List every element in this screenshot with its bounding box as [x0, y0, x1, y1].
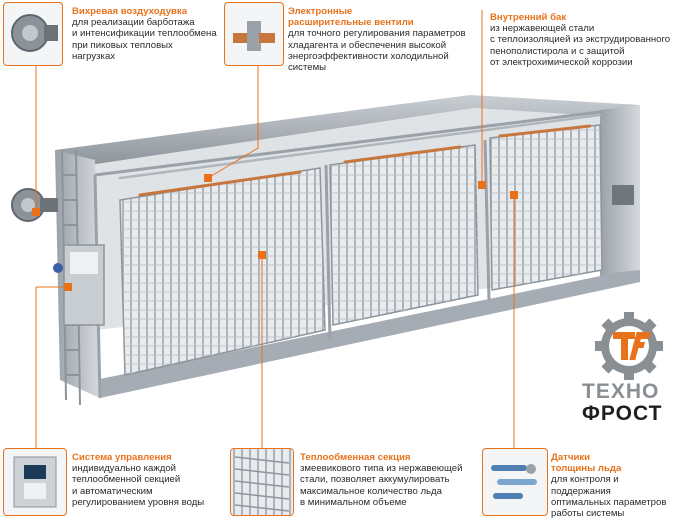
callout-tank-title: Внутренний бак — [490, 12, 567, 23]
valve-thumbnail — [224, 2, 284, 66]
valve-icon — [233, 21, 275, 51]
tank-top-frame — [55, 95, 640, 165]
gear-tf-logo-icon — [595, 312, 663, 380]
refrigerant-headers — [118, 113, 602, 197]
callout-control-text: индивидуально каждой теплообменной секци… — [72, 463, 205, 508]
callout-valves-title: Электронные расширительные вентили — [288, 6, 414, 29]
callout-exchanger-title: Теплообменная секция — [300, 452, 411, 463]
sensor-icon — [491, 464, 537, 499]
callout-blower-text: для реализации барботажа и интенсификаци… — [72, 17, 217, 62]
callout-exchanger: Теплообменная секция змеевикового типа и… — [300, 452, 475, 508]
control-panel-icon — [13, 456, 57, 508]
callout-valves-text: для точного регулирования параметров хла… — [288, 28, 466, 74]
callout-blower: Вихревая воздуходувка для реализации бар… — [72, 6, 222, 62]
callout-sensors-text: для контроля и поддержания оптимальных п… — [551, 474, 667, 519]
callout-sensors: Датчики толщины льда для контроля и подд… — [551, 452, 681, 519]
callout-tank: Внутренний бак из нержавеющей стали с те… — [490, 12, 680, 68]
callout-control: Система управления индивидуально каждой … — [72, 452, 222, 508]
coil-icon — [231, 449, 293, 515]
exchanger-thumbnail — [230, 448, 294, 516]
callout-sensors-title: Датчики толщины льда — [551, 452, 622, 475]
tank-bottom-rail — [95, 270, 640, 398]
callout-blower-title: Вихревая воздуходувка — [72, 6, 188, 17]
callout-markers — [32, 174, 518, 291]
control-thumbnail — [3, 448, 67, 516]
callout-tank-text: из нержавеющей стали с теплоизоляцией из… — [490, 23, 671, 68]
vortex-blower — [11, 188, 58, 222]
logo: ТЕХНО ФРОСТ — [580, 310, 678, 426]
callout-valves: Электронные расширительные вентили для т… — [288, 6, 478, 73]
callout-control-title: Система управления — [72, 452, 172, 463]
logo-line1: ТЕХНО — [582, 380, 660, 403]
logo-line2: ФРОСТ — [582, 402, 663, 425]
callout-exchanger-text: змеевикового типа из нержавеющей стали, … — [300, 463, 463, 508]
blower-thumbnail — [3, 2, 63, 66]
blower-icon — [11, 14, 58, 52]
sensor-thumbnail — [482, 448, 548, 516]
outlet-pipe — [612, 185, 634, 205]
